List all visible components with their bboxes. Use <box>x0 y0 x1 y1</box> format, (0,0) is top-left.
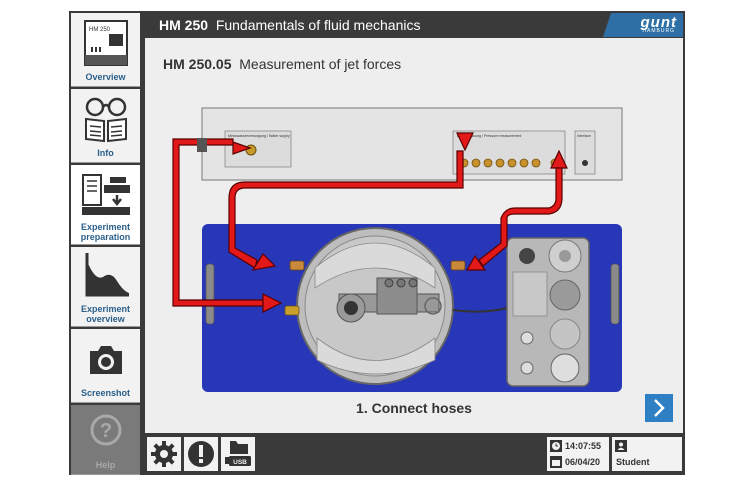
question-icon: ? <box>90 414 121 446</box>
usb-label: USB <box>233 459 247 466</box>
water-supply-label: Messwasserversorgung / Water supply <box>228 134 290 138</box>
device-overview-icon: HM 250 <box>83 20 128 66</box>
gunt-logo: gunt HAMBURG <box>603 13 683 37</box>
hose-arrows <box>172 132 568 313</box>
time-text: 14:07:55 <box>565 441 602 451</box>
datetime-display: 14:07:55 06/04/20 <box>547 437 609 471</box>
product-code: HM 250 <box>159 17 209 33</box>
next-button[interactable] <box>645 394 673 422</box>
main-content: HM 250.05 Measurement of jet forces Mess… <box>145 38 683 433</box>
header-bar: HM 250 Fundamentals of fluid mechanics g… <box>145 13 683 37</box>
chart-curve-icon <box>85 253 129 297</box>
user-icon <box>615 440 627 452</box>
sidebar-item-label: Overview <box>85 72 126 82</box>
interface-label: Interface <box>577 134 591 138</box>
control-panel: Messwasserversorgung / Water supply Druc… <box>201 107 623 181</box>
sidebar-item-help[interactable]: ? Help <box>71 405 140 475</box>
svg-text:?: ? <box>99 420 111 442</box>
product-title: Fundamentals of fluid mechanics <box>215 17 421 33</box>
experiment-title: Measurement of jet forces <box>239 56 402 72</box>
user-name: Student <box>616 457 650 467</box>
sidebar-item-label: Help <box>95 460 116 470</box>
glasses-book-icon <box>84 97 127 143</box>
sidebar-item-info[interactable]: Info <box>71 89 140 163</box>
camera-icon <box>89 346 122 374</box>
sidebar: HM 250 Overview Info <box>69 11 142 475</box>
valve-icon <box>197 138 207 152</box>
folder-usb-icon: USB <box>225 441 251 466</box>
usb-export-button[interactable]: USB <box>221 437 255 471</box>
sidebar-item-label: Experiment overview <box>80 304 131 324</box>
calendar-icon <box>550 456 562 468</box>
experiment-prep-icon <box>81 174 130 215</box>
pressure-measurement-label: Druckmessung / Pressure measurement <box>457 134 521 138</box>
step-caption: 1. Connect hoses <box>356 400 472 416</box>
setup-illustration: Messwasserversorgung / Water supply Druc… <box>172 107 623 392</box>
settings-button[interactable] <box>147 437 181 471</box>
device-label: HM 250 <box>89 27 111 33</box>
experiment-heading: HM 250.05 Measurement of jet forces <box>163 56 401 72</box>
jet-force-apparatus <box>284 227 508 385</box>
alert-button[interactable] <box>184 437 218 471</box>
clock-icon <box>550 440 562 452</box>
sidebar-item-label: Screenshot <box>80 388 131 398</box>
sidebar-item-screenshot[interactable]: Screenshot <box>71 329 140 403</box>
date-text: 06/04/20 <box>565 457 601 467</box>
sensor-box <box>506 237 590 387</box>
app-title: HM 250 Fundamentals of fluid mechanics <box>159 17 420 33</box>
logo-text: gunt <box>640 14 677 31</box>
experiment-code: HM 250.05 <box>163 56 232 72</box>
bottom-toolbar: USB 14:07:55 06/04/20 Student <box>145 434 685 475</box>
exclamation-icon <box>188 441 214 467</box>
gear-icon <box>151 441 177 467</box>
app-window: HM 250 Overview Info <box>69 11 685 475</box>
sidebar-item-label: Experiment preparation <box>80 222 131 242</box>
chevron-right-icon <box>654 399 665 417</box>
sidebar-item-experiment-preparation[interactable]: Experiment preparation <box>71 165 140 245</box>
logo-subtext: HAMBURG <box>642 28 675 34</box>
sidebar-item-label: Info <box>97 148 114 158</box>
sidebar-item-overview[interactable]: HM 250 Overview <box>71 13 140 87</box>
user-display[interactable]: Student <box>612 437 682 471</box>
sidebar-item-experiment-overview[interactable]: Experiment overview <box>71 247 140 327</box>
